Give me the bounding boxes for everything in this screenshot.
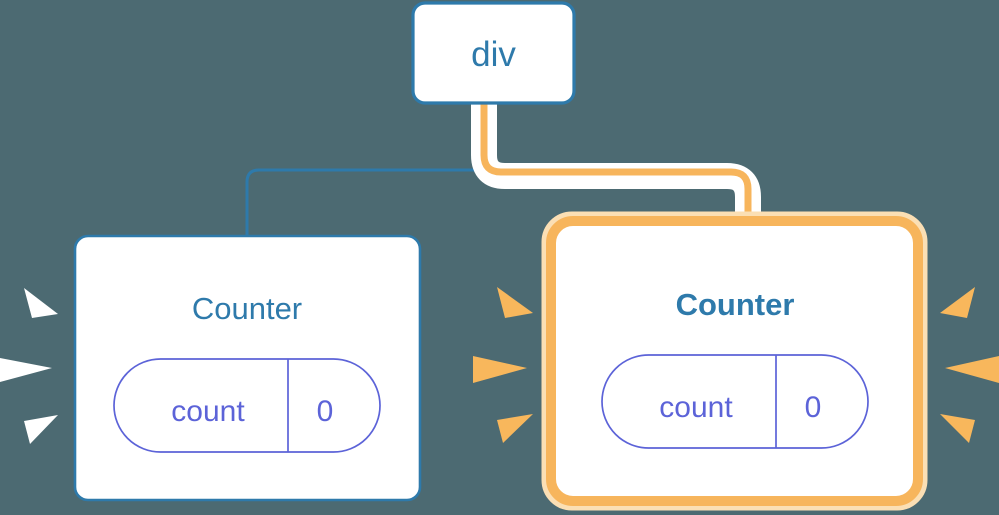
left-capsule-outline xyxy=(113,358,381,453)
left-prop-value: 0 xyxy=(317,395,334,428)
sparkle-ray-orange-right-lower xyxy=(940,414,975,443)
sparkle-ray-white-lower xyxy=(24,415,58,444)
left-counter-prop-capsule: count 0 xyxy=(113,358,381,453)
node-div-border xyxy=(411,1,576,105)
sparkle-ray-white-middle xyxy=(0,358,52,382)
right-prop-name: count xyxy=(659,391,733,424)
node-left-counter-label: Counter xyxy=(192,291,302,326)
edge-div-to-right-counter xyxy=(471,100,761,250)
right-capsule-outline xyxy=(601,354,869,449)
sparkle-ray-orange-left-upper xyxy=(497,287,533,318)
node-left-counter-border xyxy=(73,234,422,502)
sparkle-ray-orange-right-upper xyxy=(940,287,975,318)
edge-stroke xyxy=(480,100,752,250)
left-prop-name: count xyxy=(171,395,245,428)
right-counter-rays-right xyxy=(940,287,999,443)
right-prop-value: 0 xyxy=(805,391,822,424)
sparkle-ray-orange-left-lower xyxy=(497,414,533,443)
right-counter-highlight-border xyxy=(546,216,923,506)
edge-div-to-left-counter xyxy=(245,101,495,247)
node-div[interactable]: div xyxy=(411,1,576,105)
node-div-box xyxy=(413,3,574,103)
node-div-label: div xyxy=(471,35,516,74)
right-counter-rays-left xyxy=(473,287,533,443)
sparkle-ray-orange-left-middle xyxy=(473,356,527,383)
right-counter-prop-capsule: count 0 xyxy=(601,354,869,449)
node-right-counter[interactable]: Counter count 0 xyxy=(473,211,999,511)
sparkle-ray-orange-right-middle xyxy=(945,356,999,383)
node-left-counter[interactable]: Counter count 0 xyxy=(0,234,422,502)
node-right-counter-label: Counter xyxy=(676,287,795,322)
node-left-counter-box xyxy=(75,236,420,500)
left-counter-rays-left xyxy=(0,288,58,444)
sparkle-ray-white-upper xyxy=(24,288,58,318)
